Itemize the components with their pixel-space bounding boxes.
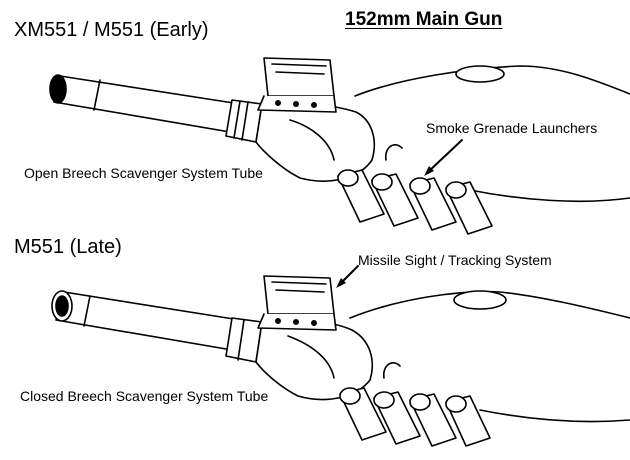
late-barrel — [55, 291, 241, 351]
early-variant-drawing — [49, 57, 630, 235]
early-turret-outline — [354, 65, 630, 97]
main-title: 152mm Main Gun — [345, 9, 503, 30]
late-mantlet — [255, 319, 374, 401]
early-lifting-hook — [384, 144, 403, 161]
late-smoke-launchers — [339, 387, 491, 447]
early-variant-heading: XM551 / M551 (Early) — [14, 19, 209, 41]
late-scavenger-label: Closed Breech Scavenger System Tube — [20, 388, 269, 404]
missile-sight-callout: Missile Sight / Tracking System — [358, 252, 552, 268]
smoke-grenade-callout: Smoke Grenade Launchers — [426, 120, 598, 136]
late-turret-lower — [479, 409, 630, 423]
late-hatch — [453, 290, 507, 310]
early-barrel — [53, 75, 241, 133]
late-turret-outline — [349, 290, 630, 319]
early-hatch — [455, 65, 505, 83]
early-scavenger-label: Open Breech Scavenger System Tube — [24, 165, 263, 181]
late-lifting-hook — [382, 362, 401, 379]
early-turret-lower — [469, 189, 630, 203]
late-variant-heading: M551 (Late) — [14, 236, 122, 258]
early-smoke-launchers — [337, 169, 493, 235]
smoke-grenade-arrow — [427, 139, 463, 173]
early-muzzle — [49, 74, 67, 104]
late-variant-drawing — [51, 275, 630, 447]
early-mantlet — [255, 101, 376, 182]
